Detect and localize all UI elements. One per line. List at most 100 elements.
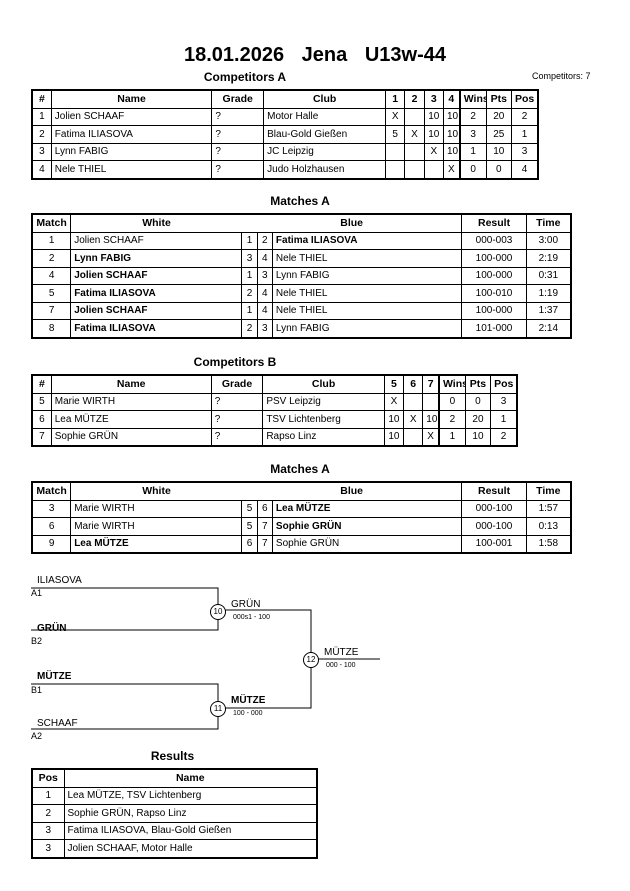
table-cell — [403, 427, 424, 447]
table-cell: Sophie GRÜN, Rapso Linz — [63, 804, 318, 823]
column-header: Time — [525, 213, 572, 233]
column-header: Pos — [490, 374, 518, 394]
table-cell: 4 — [256, 301, 273, 320]
column-header: Pos — [511, 89, 539, 109]
bracket-seed-2: B2 — [31, 636, 43, 646]
column-header: Wins — [437, 374, 466, 394]
match-12-winner: MÜTZE — [324, 647, 359, 658]
table-cell: 101-000 — [461, 319, 527, 338]
table-cell: 3 — [256, 319, 273, 338]
competitors-count: Competitors: 7 — [532, 71, 591, 81]
table-cell: 4 — [31, 160, 52, 179]
page-title: 18.01.2026 Jena U13w-44 — [0, 44, 630, 67]
bracket-seed-1: A1 — [31, 588, 43, 598]
table-cell: 4 — [511, 160, 539, 179]
column-header: Name — [50, 89, 213, 109]
table-cell: 2:14 — [525, 319, 572, 338]
match-12-number: 12 — [303, 652, 319, 668]
results-title: Results — [150, 749, 195, 763]
bracket-competitor-2: GRÜN — [37, 623, 67, 634]
column-header: Blue — [241, 481, 463, 501]
bracket-competitor-3: MÜTZE — [37, 671, 72, 682]
table-cell: Lynn FABIG — [271, 319, 463, 338]
match-10-winner: GRÜN — [231, 599, 261, 610]
bracket-seed-3: B1 — [31, 685, 43, 695]
column-header: Grade — [210, 374, 264, 394]
column-header: Result — [461, 481, 527, 501]
table-cell: Rapso Linz — [262, 427, 385, 447]
column-header: Wins — [458, 89, 487, 109]
table-cell: 100-001 — [461, 534, 527, 554]
column-header: Club — [263, 89, 387, 109]
table-cell: Judo Holzhausen — [263, 160, 387, 179]
table-cell: Nele THIEL — [50, 160, 213, 179]
table-cell: Jolien SCHAAF, Motor Halle — [63, 839, 318, 858]
table-cell: 7 — [31, 427, 52, 447]
match-12-score: 000 - 100 — [326, 662, 356, 669]
match-10-score: 000s1 - 100 — [233, 614, 270, 621]
column-header: Result — [461, 213, 527, 233]
column-header: White — [70, 213, 242, 233]
match-11-number: 11 — [210, 701, 226, 717]
column-header: Match — [31, 213, 72, 233]
column-header: Pos — [31, 768, 65, 788]
bracket-competitor-4: SCHAAF — [37, 718, 78, 729]
column-header: Club — [262, 374, 385, 394]
table-cell: 0 — [485, 160, 513, 179]
column-header: Grade — [211, 89, 265, 109]
table-cell: 1 — [437, 427, 466, 447]
table-cell: 1:58 — [525, 534, 572, 554]
table-cell: 1 — [31, 786, 65, 805]
event-place: Jena — [301, 44, 348, 66]
table-cell: Sophie GRÜN — [271, 534, 463, 554]
table-cell: Lea MÜTZE, TSV Lichtenberg — [63, 786, 318, 805]
pool-b-title: Competitors B — [193, 355, 277, 369]
event-date: 18.01.2026 — [184, 44, 285, 66]
table-cell: Sophie GRÜN — [50, 427, 212, 447]
column-header: 6 — [403, 374, 424, 394]
table-cell: 10 — [383, 427, 405, 447]
pool-a-title: Competitors A — [203, 70, 287, 84]
column-header: White — [70, 481, 242, 501]
column-header: Name — [50, 374, 212, 394]
bracket-competitor-1: ILIASOVA — [37, 575, 82, 586]
table-cell: 3 — [31, 839, 65, 858]
match-11-winner: MÜTZE — [231, 695, 266, 706]
table-cell: 4 — [256, 249, 273, 268]
bracket-seed-4: A2 — [31, 731, 43, 741]
column-header: Pts — [485, 89, 513, 109]
column-header: # — [31, 374, 52, 394]
table-cell: Fatima ILIASOVA, Blau-Gold Gießen — [63, 821, 318, 840]
matches-a-title: Matches A — [270, 194, 330, 208]
table-cell: 2 — [490, 427, 518, 447]
table-cell: 7 — [256, 534, 273, 554]
table-cell: Lea MÜTZE — [70, 534, 243, 554]
matches-b-title: Matches A — [270, 462, 330, 476]
weight-category: U13w-44 — [364, 44, 446, 66]
match-10-number: 10 — [210, 604, 226, 620]
column-header: Time — [525, 481, 572, 501]
table-cell: 3 — [31, 821, 65, 840]
match-11-score: 100 - 000 — [233, 710, 263, 717]
column-header: Name — [63, 768, 318, 788]
column-header: # — [31, 89, 52, 109]
column-header: Blue — [241, 213, 463, 233]
